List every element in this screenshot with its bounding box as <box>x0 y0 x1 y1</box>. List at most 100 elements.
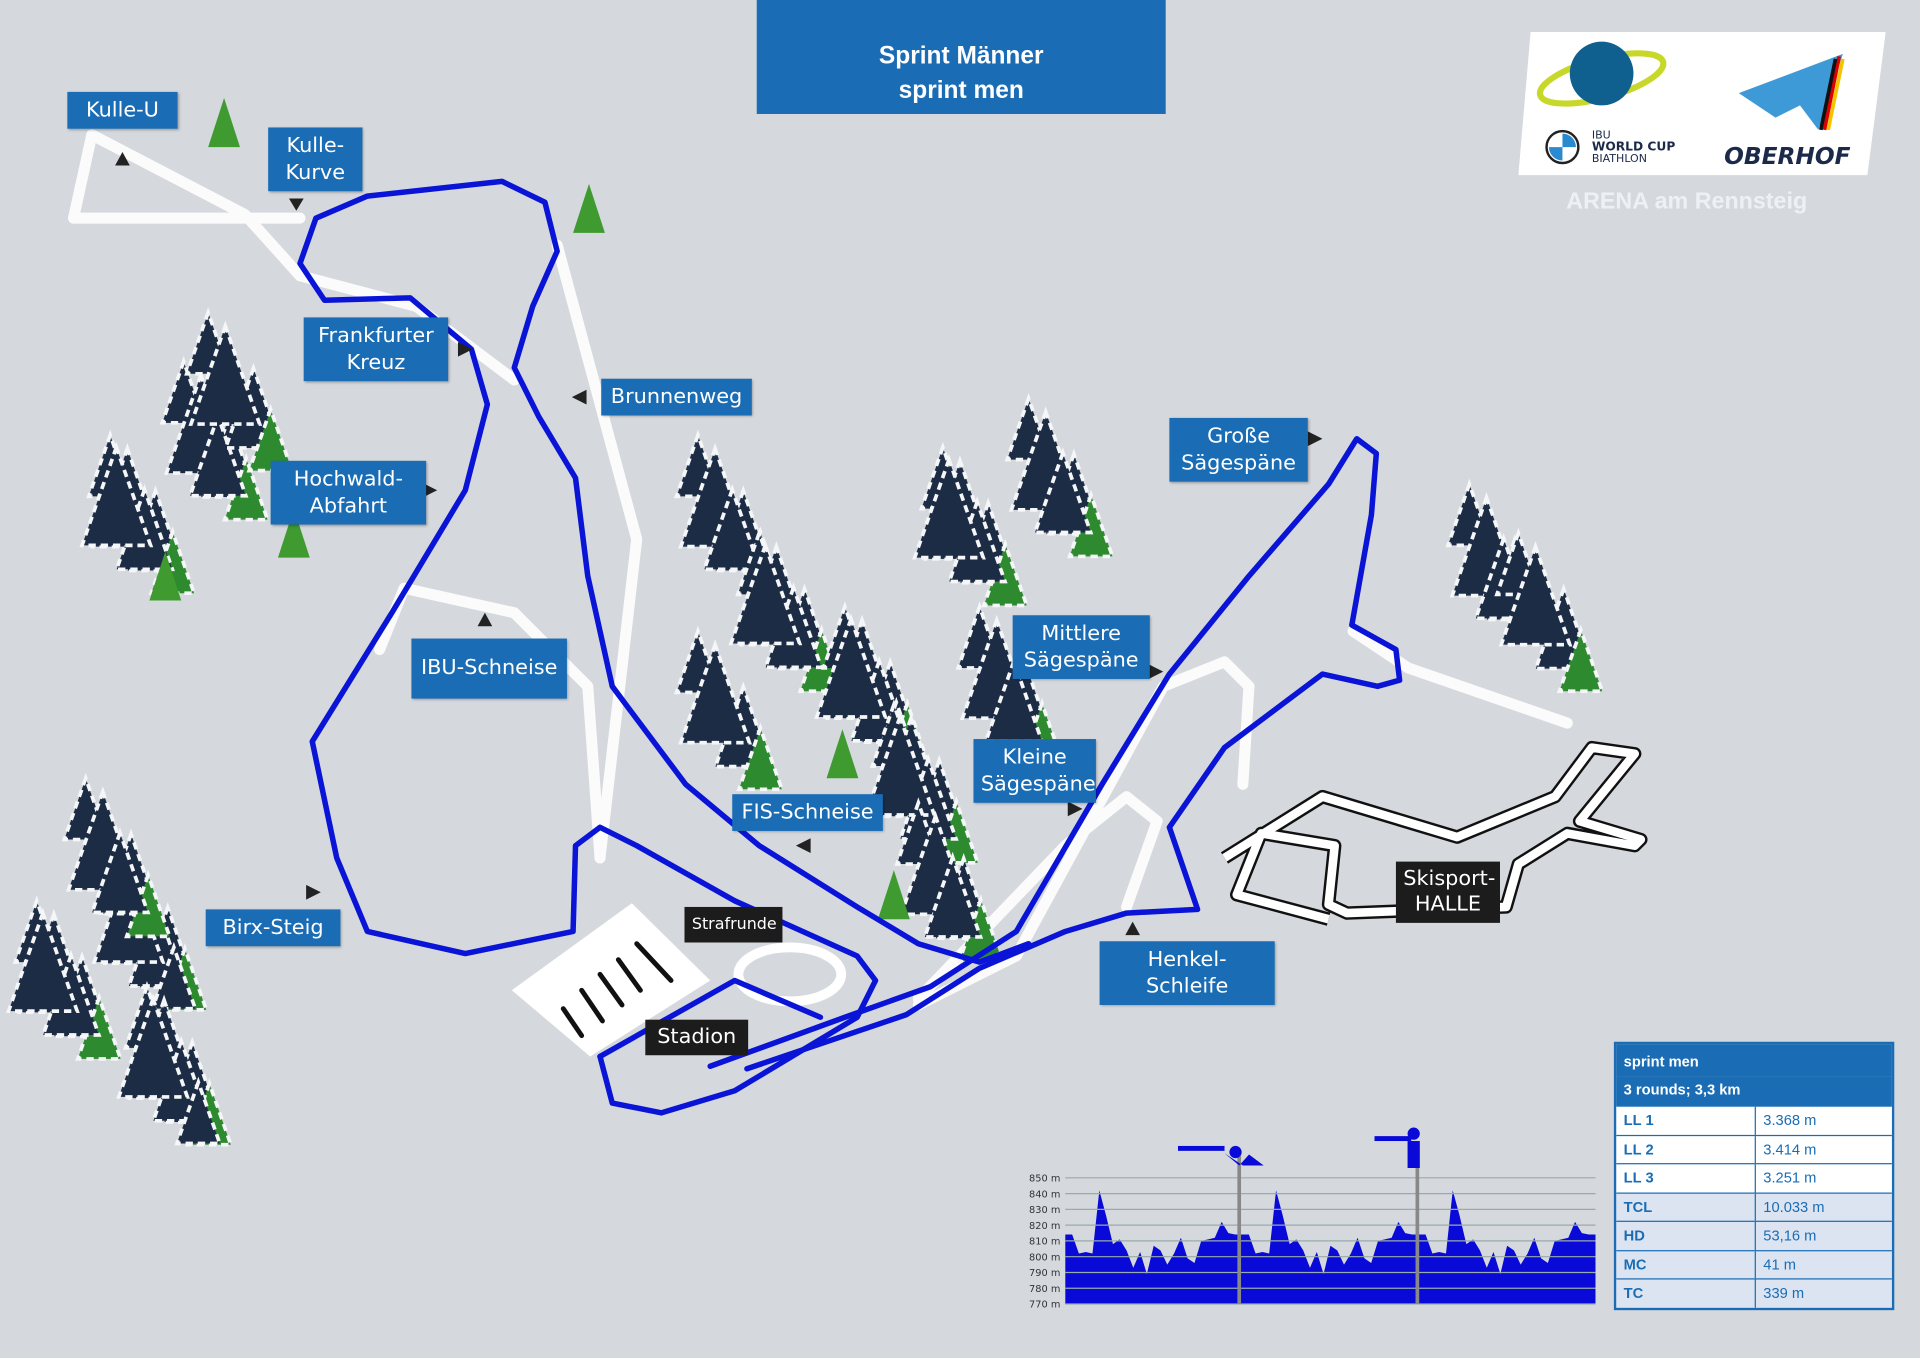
label-line: Hochwald- <box>293 466 404 492</box>
tree-icon <box>728 539 803 646</box>
venue-name: ARENA am Rennsteig <box>1566 188 1808 215</box>
y-tick-label: 830 m <box>1029 1205 1060 1216</box>
table-row: TCL 10.033 m <box>1616 1191 1892 1221</box>
tree-icon <box>188 320 263 426</box>
row-key: LL 3 <box>1616 1164 1756 1192</box>
title-english: sprint men <box>898 77 1024 105</box>
tree-icon <box>736 722 785 792</box>
row-key: LL 2 <box>1616 1135 1756 1164</box>
row-key: HD <box>1616 1221 1756 1250</box>
row-value: 10.033 m <box>1763 1198 1825 1216</box>
label-line: HALLE <box>1414 892 1482 917</box>
table-title: sprint men <box>1616 1044 1892 1077</box>
table-row: HD 53,16 m <box>1616 1220 1892 1250</box>
ibu-oberhof-logo: IBU WORLD CUP BIATHLON OBERHOF <box>1518 31 1886 176</box>
shooting-range <box>511 903 711 1057</box>
standing-shooting-rifle-icon <box>1374 1136 1412 1142</box>
label-brunnenweg: Brunnenweg <box>601 378 752 416</box>
event-logo: IBU WORLD CUP BIATHLON OBERHOF <box>1518 31 1886 176</box>
prone-shooting-body-icon <box>1224 1153 1264 1166</box>
label-line: Große <box>1207 424 1271 449</box>
tree-icon <box>75 992 124 1061</box>
logo-text-oberhof: OBERHOF <box>1724 143 1851 170</box>
table-row: MC 41 m <box>1616 1249 1892 1279</box>
tree-icon <box>246 403 295 473</box>
tree-icon <box>79 441 154 548</box>
y-tick-label: 820 m <box>1029 1221 1060 1232</box>
label-skisport-halle: Skisport-HALLE <box>1395 861 1501 923</box>
label-line: Kreuz <box>346 350 406 376</box>
logo-text-ibu: IBU <box>1592 128 1611 141</box>
tree-icon <box>174 1076 223 1146</box>
tree-icon <box>678 639 752 745</box>
row-key: MC <box>1616 1250 1756 1279</box>
tree-icon <box>187 410 249 498</box>
title-german: Sprint Männer <box>878 42 1044 70</box>
tree-icon <box>1556 624 1605 694</box>
row-value: 3.368 m <box>1763 1111 1817 1129</box>
elevation-area <box>1065 1190 1596 1305</box>
tree-icon <box>701 484 763 572</box>
row-key: TC <box>1616 1279 1756 1308</box>
table-row: TC 339 m <box>1616 1278 1892 1308</box>
label-stadion: Stadion <box>645 1019 749 1056</box>
label-fis-schneise: FIS-Schneise <box>732 794 883 831</box>
row-value: 41 m <box>1763 1255 1796 1273</box>
row-value: 339 m <box>1763 1284 1805 1302</box>
label-strafrunde: Strafrunde <box>684 906 783 943</box>
forest <box>5 98 1605 1147</box>
tree-icon <box>149 551 182 601</box>
label-line: Sägespäne <box>1023 648 1139 673</box>
y-tick-label: 850 m <box>1029 1173 1060 1184</box>
skisport-halle-track <box>1222 743 1646 924</box>
tree-icon <box>5 907 80 1013</box>
direction-markers <box>115 151 1323 936</box>
tree-icon <box>89 827 151 915</box>
page-title: Sprint Männer sprint men <box>756 0 1166 114</box>
tree-icon <box>208 98 241 148</box>
label-henkel-schleife: Henkel-Schleife <box>1099 941 1275 1005</box>
tree-icon <box>981 538 1030 608</box>
tree-icon <box>877 870 910 920</box>
logo-text-biathlon: BIATHLON <box>1592 152 1647 165</box>
tree-icon <box>124 869 173 939</box>
table-subtitle: 3 rounds; 3,3 km <box>1616 1076 1892 1106</box>
tree-icon <box>222 452 271 522</box>
label-kulle-kurve: Kulle-Kurve <box>268 127 363 192</box>
tree-icon <box>573 183 605 233</box>
side-trails <box>67 129 1573 1011</box>
label-ibu-schneise: IBU-Schneise <box>411 638 567 699</box>
row-key: TCL <box>1616 1193 1756 1221</box>
tree-icon <box>912 454 986 560</box>
row-value: 53,16 m <box>1763 1226 1817 1244</box>
table-row: LL 1 3.368 m <box>1616 1105 1892 1135</box>
tree-icon <box>863 711 937 817</box>
tree-icon <box>1032 447 1094 535</box>
y-tick-label: 770 m <box>1029 1300 1060 1311</box>
tree-icon <box>1498 541 1573 647</box>
label-line: Abfahrt <box>309 493 388 519</box>
tree-icon <box>826 729 859 779</box>
label-birx-steig: Birx-Steig <box>205 909 341 947</box>
tree-icon <box>1067 489 1116 559</box>
y-tick-label: 800 m <box>1029 1252 1060 1263</box>
label-hochwald-abfahrt: Hochwald-Abfahrt <box>270 460 427 525</box>
standing-shooting-body-icon <box>1407 1141 1420 1168</box>
prone-shooting-rifle-icon <box>1177 1145 1225 1151</box>
label-line: Sägespäne <box>980 772 1096 797</box>
tree-icon <box>814 613 888 719</box>
y-tick-label: 780 m <box>1029 1284 1060 1295</box>
label-line: Sägespäne <box>1181 451 1296 476</box>
label-line: Kurve <box>285 160 346 186</box>
row-key: LL 1 <box>1616 1106 1756 1135</box>
